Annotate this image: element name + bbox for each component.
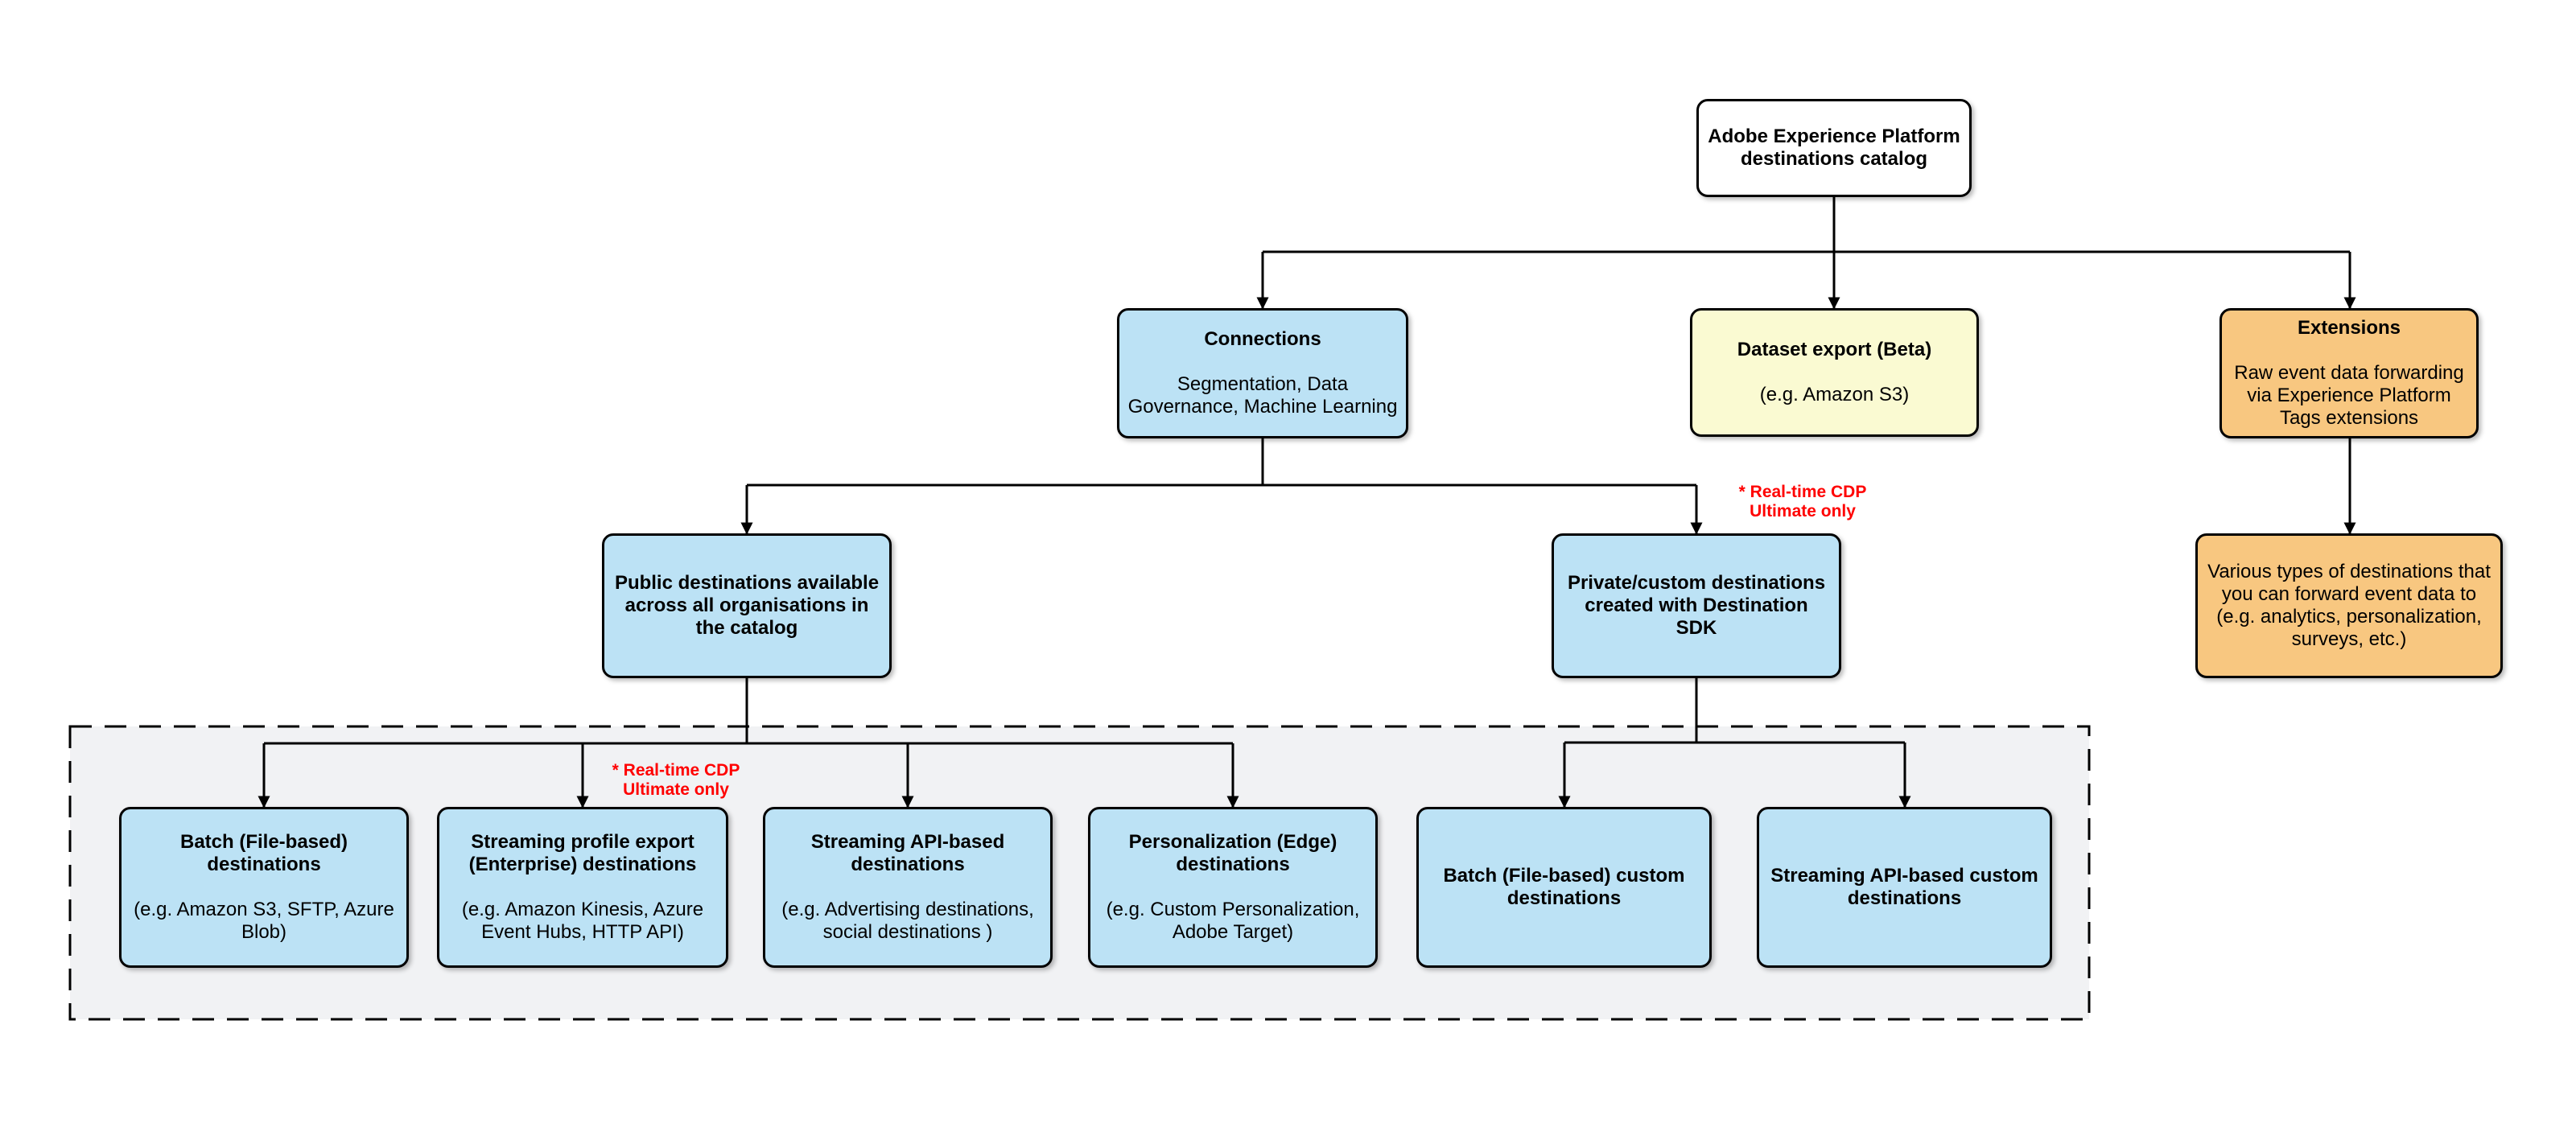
node-streaming-api: Streaming API-based destinations (e.g. A… <box>763 807 1053 968</box>
annotation-realtime-cdp-private: * Real-time CDP Ultimate only <box>1738 483 1867 521</box>
node-body: (e.g. Amazon Kinesis, Azure Event Hubs, … <box>461 899 704 943</box>
node-body: (e.g. Custom Personalization, Adobe Targ… <box>1106 899 1360 943</box>
edge-group <box>258 197 2356 809</box>
node-title: Dataset export (Beta) <box>1737 339 1932 360</box>
node-title: Connections <box>1204 328 1321 350</box>
node-private-destinations: Private/custom destinations created with… <box>1552 533 1841 678</box>
node-title: Adobe Experience Platform destinations c… <box>1708 125 1960 170</box>
node-connections: Connections Segmentation, Data Governanc… <box>1117 308 1408 438</box>
node-body: (e.g. Advertising destinations, social d… <box>781 899 1034 943</box>
node-title: Streaming API-based destinations <box>810 831 1005 875</box>
node-title: Private/custom destinations created with… <box>1567 572 1826 639</box>
node-various-types: Various types of destinations that you c… <box>2195 533 2503 678</box>
node-title: Personalization (Edge) destinations <box>1128 831 1337 875</box>
node-streaming-profile-export: Streaming profile export (Enterprise) de… <box>437 807 728 968</box>
node-title: Batch (File-based) destinations <box>179 831 348 875</box>
node-batch-custom: Batch (File-based) custom destinations <box>1416 807 1712 968</box>
node-extensions: Extensions Raw event data forwarding via… <box>2219 308 2479 438</box>
node-title: Public destinations available across all… <box>614 572 880 639</box>
node-root-destinations-catalog: Adobe Experience Platform destinations c… <box>1696 99 1972 197</box>
node-public-destinations: Public destinations available across all… <box>602 533 892 678</box>
node-body: (e.g. Amazon S3) <box>1759 384 1910 405</box>
node-title: Extensions <box>2297 317 2401 339</box>
node-body: Various types of destinations that you c… <box>2207 561 2491 650</box>
node-title: Batch (File-based) custom destinations <box>1443 865 1685 909</box>
node-body: Raw event data forwarding via Experience… <box>2234 362 2464 429</box>
node-body: Segmentation, Data Governance, Machine L… <box>1127 373 1398 418</box>
node-streaming-api-custom: Streaming API-based custom destinations <box>1757 807 2052 968</box>
node-title: Streaming API-based custom destinations <box>1770 865 2038 909</box>
node-batch-file-based: Batch (File-based) destinations (e.g. Am… <box>119 807 409 968</box>
node-title: Streaming profile export (Enterprise) de… <box>468 831 697 875</box>
node-dataset-export: Dataset export (Beta) (e.g. Amazon S3) <box>1690 308 1979 437</box>
annotation-realtime-cdp-streaming-profile: * Real-time CDP Ultimate only <box>612 761 740 799</box>
node-personalization-edge: Personalization (Edge) destinations (e.g… <box>1088 807 1378 968</box>
node-body: (e.g. Amazon S3, SFTP, Azure Blob) <box>134 899 394 943</box>
